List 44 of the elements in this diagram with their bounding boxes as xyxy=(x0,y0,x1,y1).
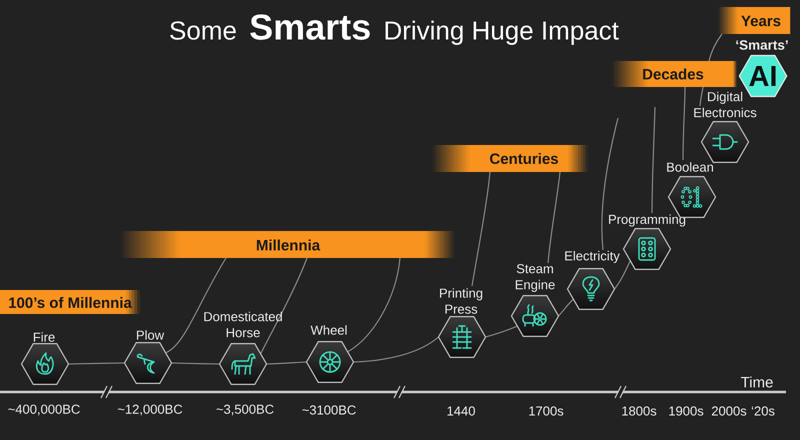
milestone-label: Boolean xyxy=(667,162,713,172)
milestone-label: ‘Smarts’ xyxy=(736,40,788,50)
milestone-label: Programming xyxy=(609,214,686,227)
growth-curve xyxy=(708,34,722,62)
growth-curve xyxy=(347,258,401,352)
date-label: 1900s xyxy=(669,406,704,416)
growth-curve xyxy=(260,258,308,354)
milestone-label: Wheel xyxy=(310,325,347,335)
growth-curve xyxy=(68,362,125,365)
growth-curve xyxy=(601,118,619,250)
growth-curve xyxy=(471,172,491,286)
growth-curve xyxy=(699,86,704,106)
timescale-band: Millennia xyxy=(120,231,455,258)
growth-curve xyxy=(682,87,686,160)
date-label: 1440 xyxy=(448,406,475,416)
milestone-label: Steam Engine xyxy=(516,264,555,292)
timescale-band: Decades xyxy=(612,61,737,87)
growth-curve xyxy=(558,298,574,316)
growth-curve xyxy=(485,326,518,338)
timescale-band: 100’s of Millennia xyxy=(0,290,140,314)
milestone-label: Plow xyxy=(136,330,164,340)
growth-curve xyxy=(165,258,226,354)
date-label: ~400,000BC xyxy=(8,404,80,416)
growth-curve xyxy=(266,361,307,365)
milestone-label: Fire xyxy=(34,332,55,342)
growth-curve xyxy=(172,362,220,365)
timescale-band: Centuries xyxy=(432,145,588,172)
growth-curve xyxy=(614,260,631,290)
growth-curve xyxy=(651,106,656,213)
growth-curve xyxy=(547,172,561,264)
growth-curve xyxy=(353,336,439,363)
date-label: ~12,000BC xyxy=(118,404,182,416)
milestone-label: Electricity xyxy=(565,250,620,264)
date-label: 2000s xyxy=(712,406,746,416)
milestone-label: Printing Press xyxy=(440,288,482,314)
date-label: ‘20s xyxy=(752,406,774,416)
date-label: ~3100BC xyxy=(302,405,356,415)
date-label: 1800s xyxy=(622,406,656,416)
date-label: 1700s xyxy=(529,406,564,416)
axis-title: Time xyxy=(740,376,773,388)
milestone-label: Domesticated Horse xyxy=(204,312,282,338)
date-label: ~3,500BC xyxy=(216,404,274,416)
timescale-band: Years xyxy=(718,7,790,34)
slide-title: Some Smarts Driving Huge Impact xyxy=(170,14,619,45)
